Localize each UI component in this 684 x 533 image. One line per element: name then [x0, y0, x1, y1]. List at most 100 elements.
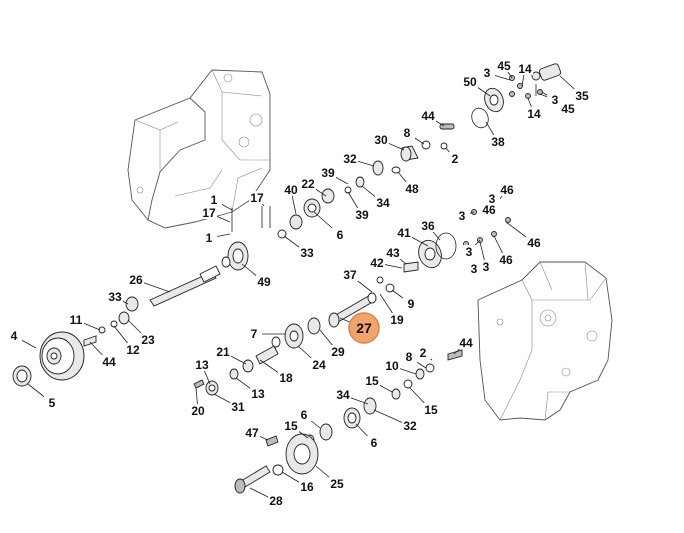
- callout-label-33[interactable]: 33: [300, 246, 314, 260]
- callout-label-3[interactable]: 3: [489, 192, 496, 206]
- callout-background: [499, 183, 515, 196]
- callout-label-22[interactable]: 22: [301, 177, 315, 191]
- callout-label-34[interactable]: 34: [376, 196, 390, 210]
- callout-background: [401, 350, 417, 363]
- callout-label-21[interactable]: 21: [216, 345, 230, 359]
- callout-background: [300, 177, 316, 190]
- callout-label-19[interactable]: 19: [390, 313, 404, 327]
- callout-label-43[interactable]: 43: [386, 246, 400, 260]
- callout-label-28[interactable]: 28: [269, 494, 283, 508]
- callout-label-26[interactable]: 26: [129, 273, 143, 287]
- callout-label-46[interactable]: 46: [527, 236, 541, 250]
- callout-label-18[interactable]: 18: [279, 371, 293, 385]
- callout-label-9[interactable]: 9: [408, 297, 415, 311]
- callout-label-30[interactable]: 30: [374, 133, 388, 147]
- callout-label-2[interactable]: 2: [452, 152, 459, 166]
- callout-label-45[interactable]: 45: [497, 59, 511, 73]
- callout-background: [462, 75, 478, 88]
- callout-label-38[interactable]: 38: [491, 135, 505, 149]
- callout-label-15[interactable]: 15: [365, 374, 379, 388]
- callout-label-47[interactable]: 47: [245, 426, 259, 440]
- highlighted-callout-label[interactable]: 27: [356, 320, 372, 336]
- callout-label-3[interactable]: 3: [552, 93, 559, 107]
- callout-label-32[interactable]: 32: [343, 152, 357, 166]
- callout-background: [249, 191, 265, 204]
- callout-label-39[interactable]: 39: [355, 208, 369, 222]
- highlighted-callout-circle[interactable]: [348, 312, 380, 344]
- callout-label-29[interactable]: 29: [331, 345, 345, 359]
- callout-label-31[interactable]: 31: [231, 400, 245, 414]
- callout-background: [125, 343, 141, 356]
- callout-label-25[interactable]: 25: [330, 477, 344, 491]
- callout-label-44[interactable]: 44: [102, 355, 116, 369]
- callout-label-32[interactable]: 32: [403, 419, 417, 433]
- callout-label-5[interactable]: 5: [49, 396, 56, 410]
- callout-label-50[interactable]: 50: [463, 75, 477, 89]
- callout-label-2[interactable]: 2: [420, 346, 427, 360]
- callout-background: [140, 333, 156, 346]
- callout-label-46[interactable]: 46: [482, 203, 496, 217]
- callout-background: [517, 62, 533, 75]
- callout-label-41[interactable]: 41: [397, 226, 411, 240]
- callout-label-17[interactable]: 17: [250, 191, 264, 205]
- callout-background: [332, 228, 348, 241]
- callout-label-1[interactable]: 1: [211, 193, 218, 207]
- callout-label-6[interactable]: 6: [337, 228, 344, 242]
- callout-label-14[interactable]: 14: [527, 107, 541, 121]
- callout-label-7[interactable]: 7: [251, 327, 258, 341]
- callout-label-6[interactable]: 6: [371, 436, 378, 450]
- callout-label-15[interactable]: 15: [284, 419, 298, 433]
- callout-label-3[interactable]: 3: [484, 66, 491, 80]
- callout-label-49[interactable]: 49: [257, 275, 271, 289]
- callout-label-16[interactable]: 16: [300, 480, 314, 494]
- callout-label-44[interactable]: 44: [421, 109, 435, 123]
- callout-label-48[interactable]: 48: [405, 182, 419, 196]
- callout-background: [447, 152, 463, 165]
- callout-label-14[interactable]: 14: [518, 62, 532, 76]
- callout-background: [481, 203, 497, 216]
- callout-label-36[interactable]: 36: [421, 219, 435, 233]
- callout-label-8[interactable]: 8: [404, 126, 411, 140]
- callout-label-20[interactable]: 20: [191, 404, 205, 418]
- callout-label-6[interactable]: 6: [301, 408, 308, 422]
- callout-label-3[interactable]: 3: [466, 245, 473, 259]
- callout-label-45[interactable]: 45: [561, 102, 575, 116]
- callout-label-37[interactable]: 37: [343, 268, 357, 282]
- callout-label-46[interactable]: 46: [500, 183, 514, 197]
- callout-label-46[interactable]: 46: [499, 253, 513, 267]
- callout-label-23[interactable]: 23: [141, 333, 155, 347]
- callout-label-13[interactable]: 13: [195, 358, 209, 372]
- callout-label-3[interactable]: 3: [471, 262, 478, 276]
- callout-label-35[interactable]: 35: [575, 89, 589, 103]
- callout-label-13[interactable]: 13: [251, 387, 265, 401]
- callout-label-10[interactable]: 10: [385, 359, 399, 373]
- callout-background: [342, 152, 358, 165]
- callout-label-40[interactable]: 40: [284, 183, 298, 197]
- callout-background: [283, 183, 299, 196]
- callout-label-39[interactable]: 39: [321, 166, 335, 180]
- callout-background: [403, 297, 419, 310]
- callout-label-3[interactable]: 3: [483, 260, 490, 274]
- callout-background: [490, 135, 506, 148]
- callout-label-4[interactable]: 4: [11, 329, 18, 343]
- callout-background: [299, 246, 315, 259]
- callout-label-11[interactable]: 11: [70, 313, 83, 327]
- callout-background: [423, 403, 439, 416]
- callout-label-24[interactable]: 24: [312, 358, 326, 372]
- callout-background: [396, 226, 412, 239]
- callout-label-12[interactable]: 12: [126, 343, 140, 357]
- callout-label-15[interactable]: 15: [424, 403, 438, 417]
- callout-label-33[interactable]: 33: [108, 290, 122, 304]
- callout-label-42[interactable]: 42: [370, 256, 384, 270]
- callout-background: [206, 193, 222, 206]
- callout-label-44[interactable]: 44: [459, 336, 473, 350]
- callout-background: [190, 404, 206, 417]
- callout-label-3[interactable]: 3: [459, 209, 466, 223]
- callout-label-1[interactable]: 1: [206, 231, 213, 245]
- callout-background: [420, 219, 436, 232]
- callout-label-8[interactable]: 8: [406, 350, 413, 364]
- callout-label-17[interactable]: 17: [202, 206, 216, 220]
- callout-background: [268, 494, 284, 507]
- callout-label-34[interactable]: 34: [336, 388, 350, 402]
